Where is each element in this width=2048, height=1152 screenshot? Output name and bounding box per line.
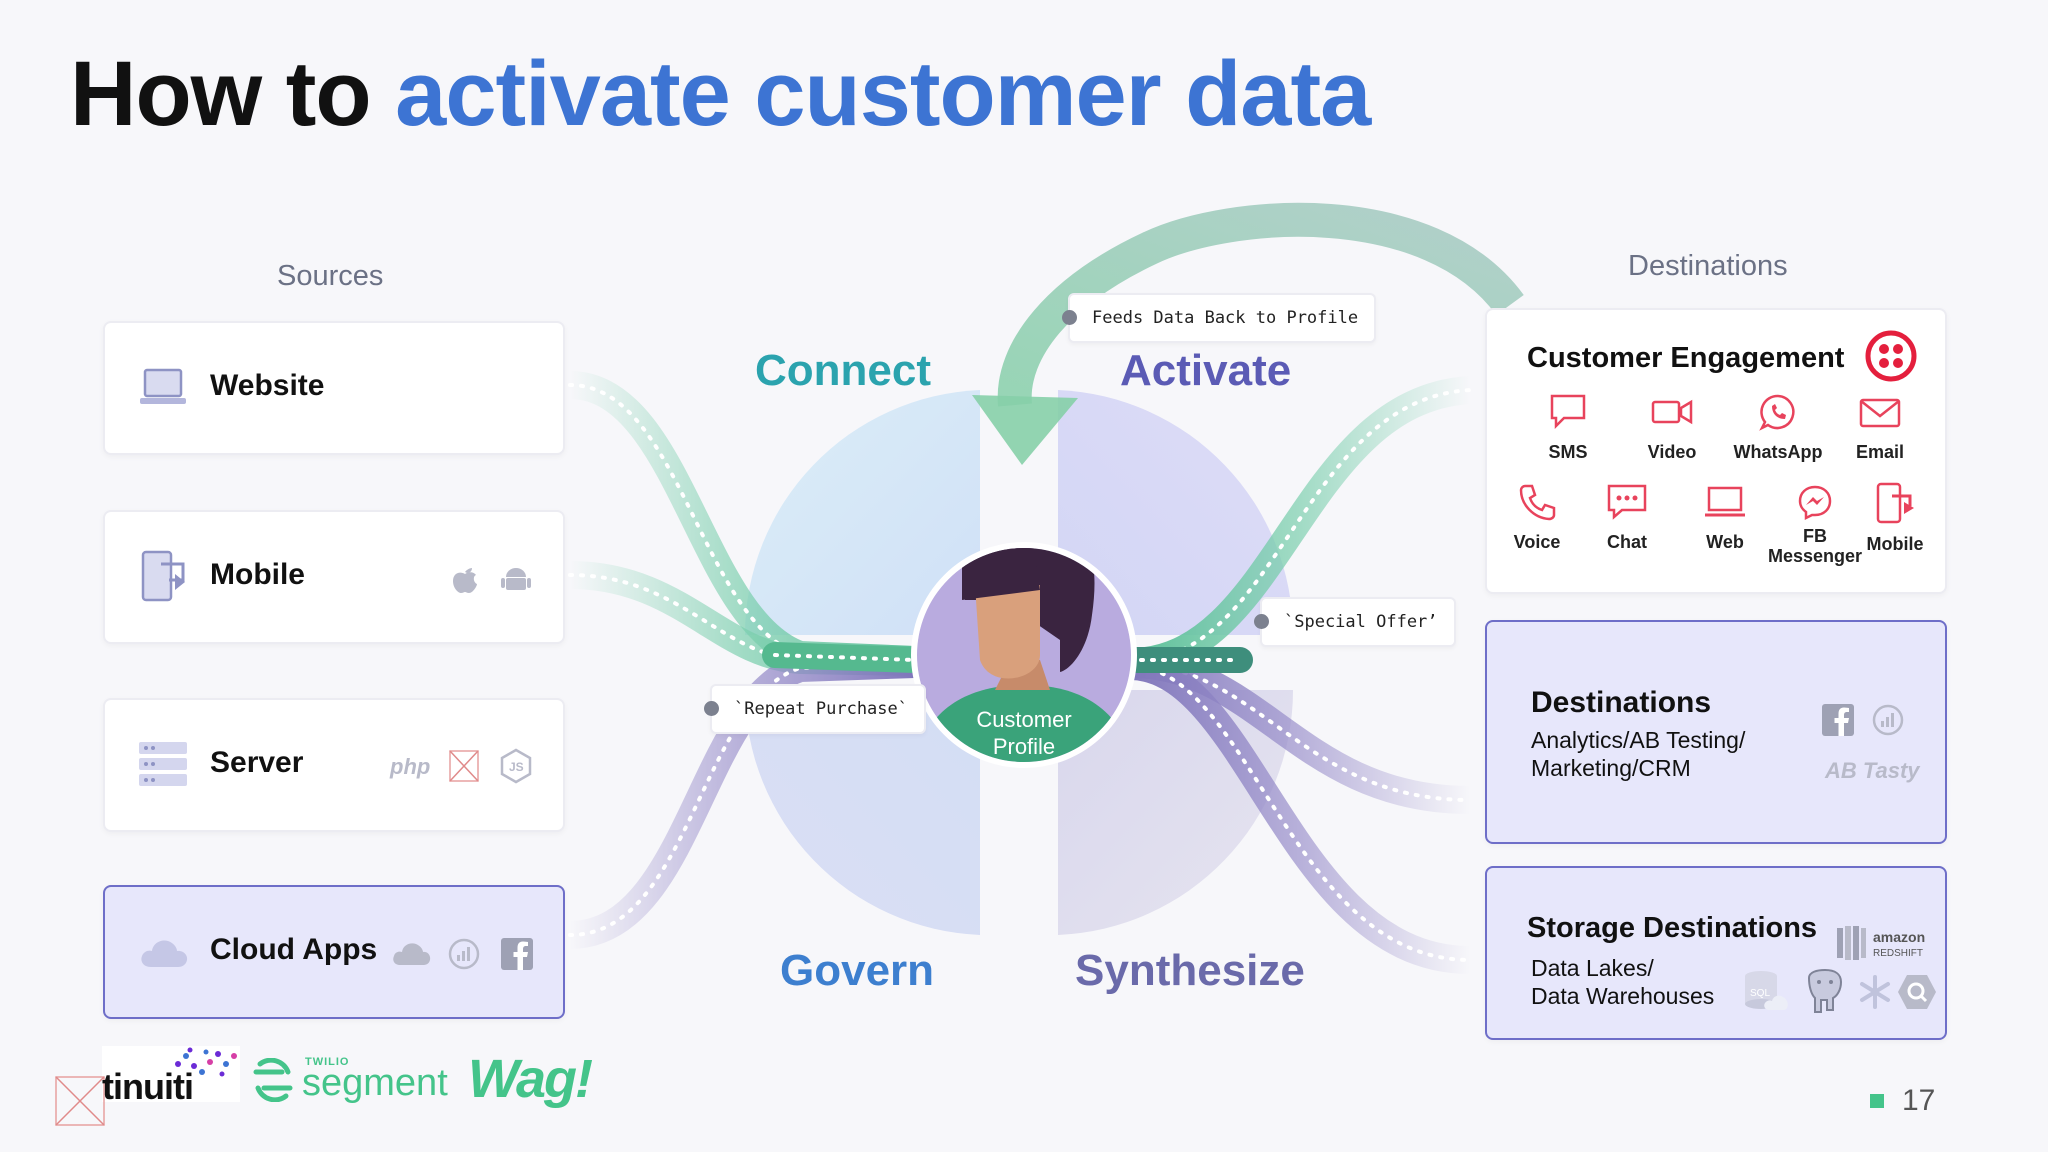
cloud-icon [139,937,189,974]
storage-line2: Data Warehouses [1531,983,1715,1009]
storage-title: Storage Destinations [1527,912,1818,944]
redshift-logo: amazon REDSHIFT [1873,929,1926,959]
destination-card-storage[interactable]: Storage Destinations Data Lakes/ Data Wa… [1485,866,1947,1040]
right-streams [1116,376,1484,974]
quadrant-label-connect: Connect [755,346,931,395]
engagement-title: Customer Engagement [1527,342,1845,374]
quadrant-label-govern: Govern [780,946,935,995]
tinuiti-logo: tinuiti [102,1066,194,1107]
segment-logo: segment [302,1062,448,1104]
redshift-icon [1835,924,1867,967]
channel-voice[interactable]: Voice [1487,482,1587,553]
source-label-cloud-apps: Cloud Apps [210,933,378,966]
chat-dots-icon [1607,484,1647,520]
svg-text:JS: JS [509,760,524,774]
abtasty-logo: AB Tasty [1825,758,1920,783]
salesforce-icon [391,939,431,972]
channel-email[interactable]: Email [1830,392,1930,463]
source-card-server[interactable]: Server php JS [103,698,565,832]
tag-dot [1254,614,1269,629]
source-label-server: Server [210,746,304,779]
postgresql-icon [1803,968,1847,1019]
channel-fb-messenger[interactable]: FB Messenger [1765,482,1865,566]
customer-profile-avatar [911,542,1137,768]
channel-whatsapp[interactable]: WhatsApp [1728,392,1828,463]
laptop-icon [1705,486,1745,517]
laptop-icon [139,367,187,414]
destination-card-engagement[interactable]: Customer Engagement SMS Video WhatsApp E… [1485,308,1947,594]
channel-mobile[interactable]: Mobile [1845,482,1945,555]
facebook-icon [1822,704,1854,741]
wag-logo: Wag! [468,1049,593,1109]
tinuiti-infinity-icon [175,1047,237,1077]
quadrant-connect [744,390,980,635]
destinations-heading: Destinations [1628,250,1788,282]
tag-dot [1062,310,1077,325]
twilio-icon [1865,330,1917,387]
analytics-line2: Marketing/CRM [1531,755,1691,781]
facebook-icon [501,938,533,975]
page-title: How to activate customer data [70,43,1371,145]
server-icon [139,742,187,791]
channel-chat[interactable]: Chat [1577,482,1677,553]
quadrant-label-synthesize: Synthesize [1075,946,1305,995]
mobile-icon [1876,482,1914,524]
apple-icon [451,564,479,599]
channel-web[interactable]: Web [1675,482,1775,553]
source-card-cloud-apps[interactable]: Cloud Apps [103,885,565,1019]
source-label-website: Website [210,369,325,402]
twilio-label: TWILIO [305,1056,350,1068]
analytics-title: Destinations [1531,686,1712,719]
analytics-line1: Analytics/AB Testing/ [1531,727,1746,753]
analytics-icon [448,938,480,975]
left-streams [556,371,929,949]
destination-card-analytics[interactable]: Destinations Analytics/AB Testing/ Marke… [1485,620,1947,844]
php-logo: php [390,754,431,779]
channel-sms[interactable]: SMS [1518,392,1618,463]
quadrant-label-activate: Activate [1120,346,1292,395]
source-label-mobile: Mobile [210,558,305,591]
source-card-website[interactable]: Website [103,321,565,455]
messenger-icon [1798,485,1832,521]
mobile-icon [139,550,187,607]
broken-image-icon [449,750,479,787]
svg-text:SQL: SQL [1750,988,1770,999]
tag-special-offer: `Special Offer’ [1254,597,1456,647]
channel-video[interactable]: Video [1622,392,1722,463]
phone-icon [1519,484,1556,521]
sql-database-icon: SQL [1741,968,1791,1019]
broken-image-icon [55,1076,105,1126]
chat-bubble-icon [1550,394,1586,430]
source-card-mobile[interactable]: Mobile [103,510,565,644]
feedback-arrow [972,202,1524,465]
profile-label: Customer Profile [976,707,1072,759]
envelope-icon [1859,398,1901,428]
quadrant-govern [744,690,980,935]
video-icon [1651,399,1693,425]
analytics-icon [1872,704,1904,741]
snowflake-icon [1857,974,1893,1015]
title-accent: activate customer data [395,43,1371,145]
segment-icon [253,1058,293,1102]
page-marker-square [1870,1094,1884,1108]
storage-line1: Data Lakes/ [1531,955,1654,981]
whatsapp-icon [1759,394,1795,431]
nodejs-icon: JS [500,748,532,789]
tag-dot [704,701,719,716]
quadrant-activate [1058,390,1293,635]
tag-feeds-data: Feeds Data Back to Profile [1062,293,1377,343]
tag-repeat-purchase: `Repeat Purchase` [704,684,926,734]
android-icon [501,564,531,599]
page-number: 17 [1902,1084,1936,1117]
sources-heading: Sources [277,260,384,292]
bigquery-icon [1897,972,1937,1017]
